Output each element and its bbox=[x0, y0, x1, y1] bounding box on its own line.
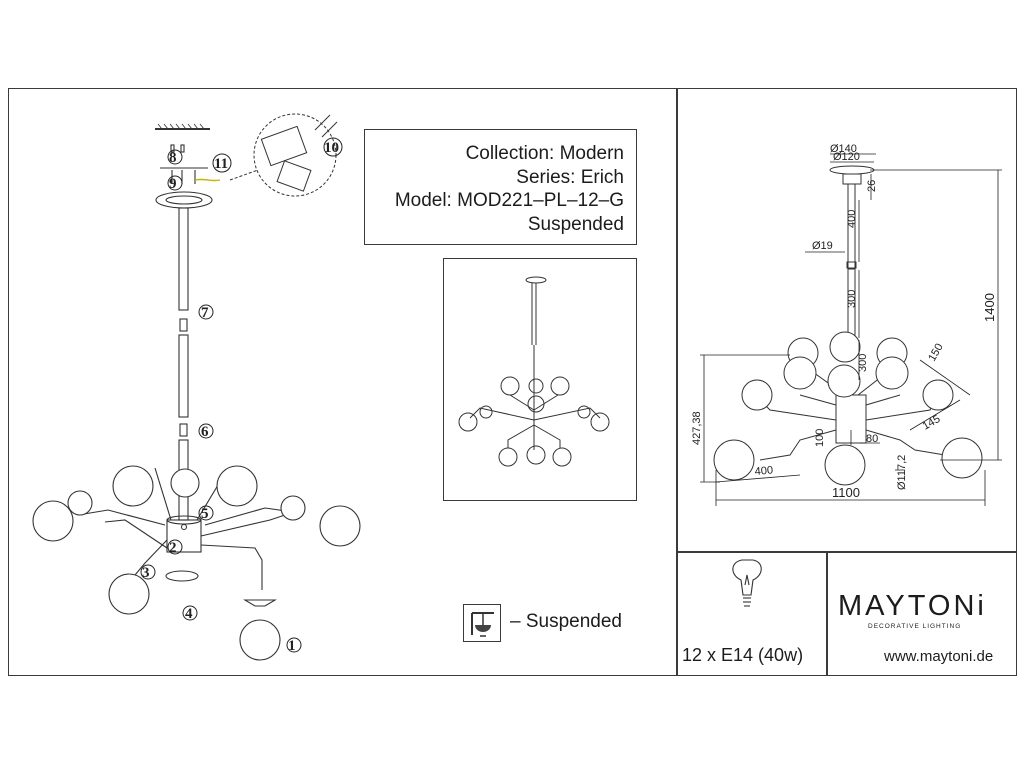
step-3: 3 bbox=[142, 565, 150, 581]
step-6: 6 bbox=[201, 424, 209, 440]
step-7: 7 bbox=[201, 305, 209, 321]
dim-diagonal-150: 150 bbox=[926, 342, 946, 364]
step-11: 11 bbox=[214, 156, 228, 172]
step-5: 5 bbox=[201, 506, 209, 522]
step-10: 10 bbox=[324, 140, 339, 156]
divider-horizontal bbox=[676, 551, 1017, 553]
dim-canopy-height: 26 bbox=[866, 180, 878, 192]
assembly-globes bbox=[32, 465, 361, 661]
wiring-detail bbox=[229, 113, 338, 197]
dimension-labels: Ø140 Ø120 26 400 Ø19 300 1400 300 427,38… bbox=[691, 143, 997, 500]
dim-body-80: 80 bbox=[866, 433, 878, 445]
dim-total-height: 1400 bbox=[982, 293, 997, 322]
model-label: Model: MOD221–PL–12–G bbox=[394, 190, 624, 211]
dim-canopy-outer: Ø140 bbox=[830, 143, 857, 155]
divider-vertical bbox=[676, 88, 678, 676]
dim-arm-height: 300 bbox=[857, 354, 869, 372]
product-info-box: Collection: Modern Series: Erich Model: … bbox=[364, 129, 637, 245]
dim-body-height: 427,38 bbox=[691, 411, 703, 445]
brand-logo: MAYTONi bbox=[838, 590, 987, 622]
assembly-step-numbers: 1 2 3 4 5 6 7 8 9 10 11 bbox=[142, 140, 339, 654]
preview-drawing bbox=[458, 276, 610, 467]
type-label: Suspended bbox=[527, 213, 624, 235]
step-4: 4 bbox=[185, 606, 193, 622]
divider-vertical-footer bbox=[826, 551, 828, 676]
step-2: 2 bbox=[169, 540, 177, 556]
dim-globe-diameter: Ø117,2 bbox=[896, 455, 908, 490]
collection-label: Collection: Modern bbox=[465, 143, 624, 164]
dim-arm-400: 400 bbox=[754, 464, 773, 478]
dim-diagonal-145: 145 bbox=[921, 413, 943, 433]
brand-tagline: DECORATIVE LIGHTING bbox=[868, 623, 962, 630]
dim-rod-diameter: Ø19 bbox=[812, 240, 833, 252]
dim-canopy-inner: Ø120 bbox=[833, 151, 860, 163]
series-label: Series: Erich bbox=[516, 166, 624, 188]
dim-total-width: 1100 bbox=[832, 485, 860, 500]
dimension-lines bbox=[700, 153, 1002, 506]
dimension-globes bbox=[713, 331, 983, 486]
suspended-icon bbox=[463, 604, 501, 642]
dim-body-100: 100 bbox=[814, 429, 826, 447]
legend-label: – Suspended bbox=[510, 611, 622, 632]
step-9: 9 bbox=[169, 176, 177, 192]
dim-rod-upper: 400 bbox=[846, 210, 858, 228]
assembly-drawing bbox=[77, 123, 301, 590]
bulb-icon bbox=[732, 559, 762, 607]
step-8: 8 bbox=[169, 150, 177, 166]
dim-rod-lower: 300 bbox=[846, 290, 858, 308]
lamp-spec: 12 x E14 (40w) bbox=[682, 645, 804, 665]
drawing-frame bbox=[8, 88, 1017, 676]
step-1: 1 bbox=[288, 638, 296, 654]
website-label: www.maytoni.de bbox=[884, 648, 994, 665]
preview-box bbox=[443, 258, 637, 501]
